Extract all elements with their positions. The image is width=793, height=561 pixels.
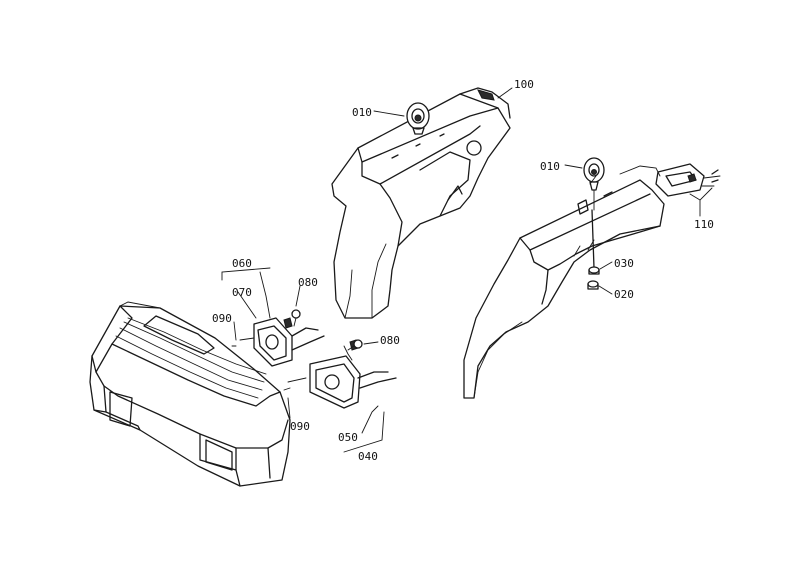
headlight-lower (283, 339, 397, 409)
label-080-lower: 080 (380, 334, 400, 347)
label-080-upper: 080 (298, 276, 318, 289)
part-labels: 010 100 010 110 030 020 060 070 080 090 … (212, 78, 714, 463)
label-010-right: 010 (540, 160, 560, 173)
label-070: 070 (232, 286, 252, 299)
label-030: 030 (614, 257, 634, 270)
label-060: 060 (232, 257, 252, 270)
label-020: 020 (614, 288, 634, 301)
left-fender (331, 87, 511, 319)
label-050: 050 (338, 431, 358, 444)
front-hood-grille (89, 301, 291, 487)
nut-parts (587, 209, 600, 290)
label-110: 110 (694, 218, 714, 231)
label-090-left: 090 (212, 312, 232, 325)
right-fender (463, 179, 665, 399)
headlight-upper (231, 271, 325, 367)
work-light-right (583, 157, 605, 211)
leader-lines (221, 87, 713, 453)
bolt-parts (291, 175, 597, 351)
label-090-lower: 090 (290, 420, 310, 433)
label-010-left: 010 (352, 106, 372, 119)
work-light-left (406, 102, 430, 135)
label-100: 100 (514, 78, 534, 91)
rear-lamp-assembly (619, 163, 721, 197)
label-040: 040 (358, 450, 378, 463)
